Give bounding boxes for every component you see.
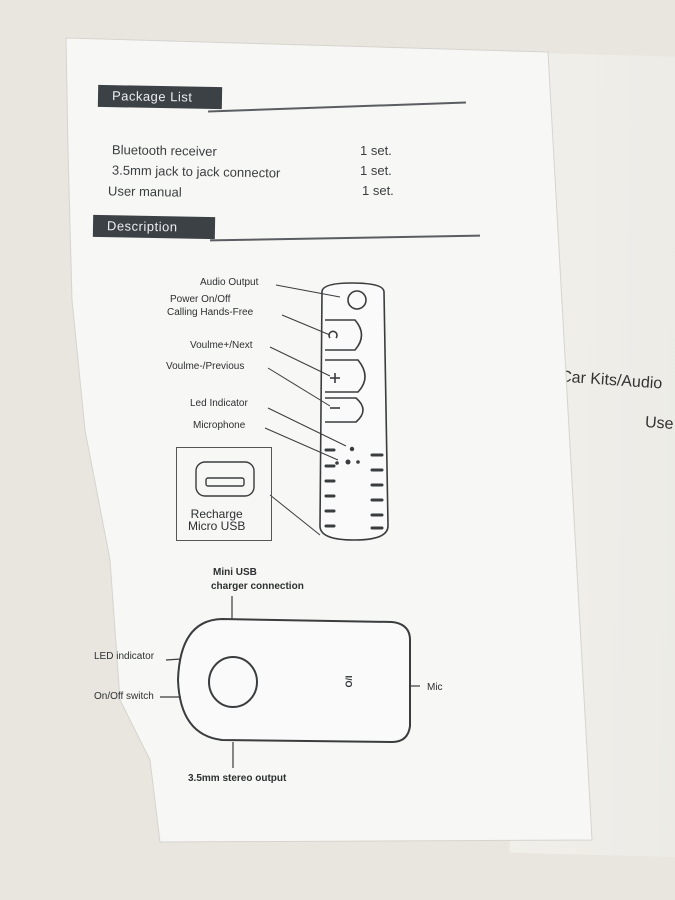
label-volume-up: Voulme+/Next <box>190 340 253 351</box>
label-microphone: Microphone <box>193 420 246 431</box>
label-calling-hands-free: Calling Hands-Free <box>167 307 254 318</box>
recharge-line: Micro USB <box>188 519 246 533</box>
switch-io-mark: I/O <box>343 675 354 688</box>
label-mini-usb: Mini USB <box>213 567 257 578</box>
recharge-label: Recharge Micro USB <box>188 508 245 532</box>
label-onoff-switch: On/Off switch <box>94 691 154 702</box>
recharge-line: Recharge <box>190 507 243 521</box>
label-mic: Mic <box>427 682 443 693</box>
label-audio-output: Audio Output <box>200 277 259 288</box>
label-led-indicator: Led Indicator <box>190 398 248 409</box>
micro-usb-inset-box <box>176 447 272 541</box>
label-volume-down: Voulme-/Previous <box>166 361 245 372</box>
label-stereo-output: 3.5mm stereo output <box>188 773 287 784</box>
package-item-qty: 1 set. <box>360 163 392 178</box>
package-item-qty: 1 set. <box>360 143 392 158</box>
label-charger-connection: charger connection <box>211 581 304 592</box>
label-led-indicator-receiver: LED indicator <box>94 651 155 662</box>
package-item-qty: 1 set. <box>362 183 394 198</box>
label-power-onoff: Power On/Off <box>170 294 231 305</box>
